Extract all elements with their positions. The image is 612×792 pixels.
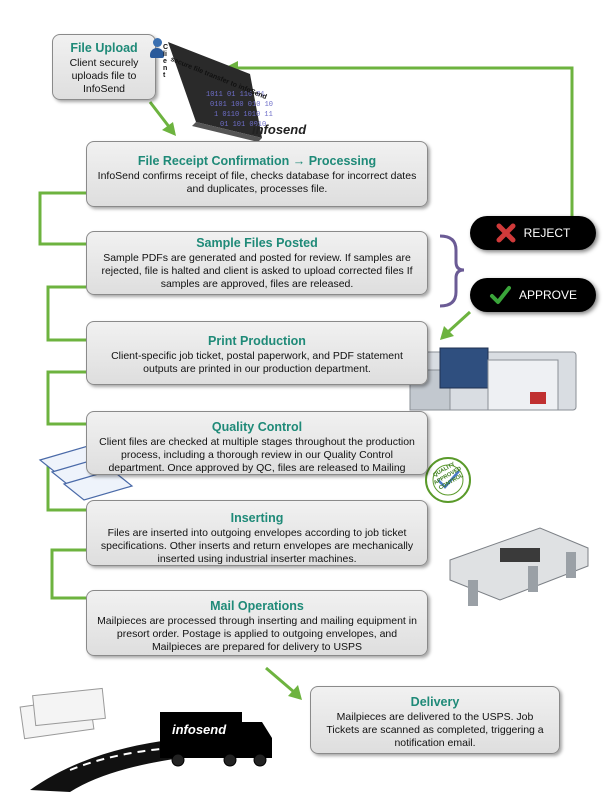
connector-1-2 [38, 191, 86, 246]
client-vertical-label: Client [163, 44, 169, 79]
inserter-machine-image [449, 527, 589, 606]
envelope-images [19, 687, 106, 740]
step-print-production: Print Production Client-specific job tic… [86, 321, 428, 385]
step-quality-control: Quality Control Client files are checked… [86, 411, 428, 475]
approve-label: APPROVE [518, 288, 578, 302]
infosend-logo: infosend [252, 122, 307, 137]
step-desc: Sample PDFs are generated and posted for… [101, 252, 413, 290]
step-title: File Receipt Confirmation → Processing [137, 154, 377, 168]
step-delivery: Delivery Mailpieces are delivered to the… [310, 686, 560, 754]
step-desc: Client files are checked at multiple sta… [99, 436, 415, 474]
secure-file-stream: 1011 01 110 01 0101 100 010 10 1 0110 10… [168, 42, 273, 142]
decision-bracket [439, 234, 465, 308]
connector-2-3 [46, 285, 86, 342]
upload-arrowhead [162, 122, 176, 136]
step-title: Sample Files Posted [196, 236, 318, 250]
step-desc: Client-specific job ticket, postal paper… [111, 350, 403, 375]
approve-arrowhead [440, 326, 454, 340]
svg-text:01 101 0010: 01 101 0010 [220, 121, 266, 129]
delivery-title: Delivery [410, 695, 460, 709]
user-icon [150, 38, 164, 58]
qc-stamp-icon [425, 457, 471, 503]
svg-text:0101 100 010 10: 0101 100 010 10 [210, 101, 273, 109]
file-upload-desc: Client securely uploads file to InfoSend [69, 57, 139, 95]
step-title: Inserting [230, 511, 284, 525]
file-upload-box: File Upload Client securely uploads file… [52, 34, 156, 100]
delivery-desc: Mailpieces are delivered to the USPS. Jo… [326, 711, 544, 749]
approve-badge: APPROVE [470, 278, 596, 312]
connector-3-4 [46, 370, 86, 426]
delivery-truck-image [30, 712, 272, 792]
checkmark-icon [489, 286, 511, 304]
reject-return-line [236, 66, 574, 216]
step-title: Quality Control [211, 420, 303, 434]
step-sample-files: Sample Files Posted Sample PDFs are gene… [86, 231, 428, 295]
reject-badge: REJECT [470, 216, 596, 250]
step-desc: Mailpieces are processed through inserti… [97, 615, 417, 653]
x-mark-icon [496, 223, 516, 243]
connector-5-6 [50, 548, 86, 600]
step-desc: Files are inserted into outgoing envelop… [100, 527, 414, 565]
delivery-arrowhead [288, 685, 302, 700]
svg-text:1011 01 110 01: 1011 01 110 01 [206, 91, 265, 99]
step-title: Mail Operations [210, 599, 304, 613]
step-desc: InfoSend confirms receipt of file, check… [97, 170, 417, 195]
step-file-receipt: File Receipt Confirmation → Processing I… [86, 141, 428, 207]
reject-label: REJECT [523, 226, 571, 240]
printer-image [409, 347, 577, 411]
truck-infosend-logo: infosend [172, 722, 227, 737]
svg-text:1 0110 1010 11: 1 0110 1010 11 [214, 111, 273, 119]
step-inserting: Inserting Files are inserted into outgoi… [86, 500, 428, 566]
file-upload-title: File Upload [70, 41, 138, 55]
step-title: Print Production [208, 334, 306, 348]
step-mail-operations: Mail Operations Mailpieces are processed… [86, 590, 428, 656]
